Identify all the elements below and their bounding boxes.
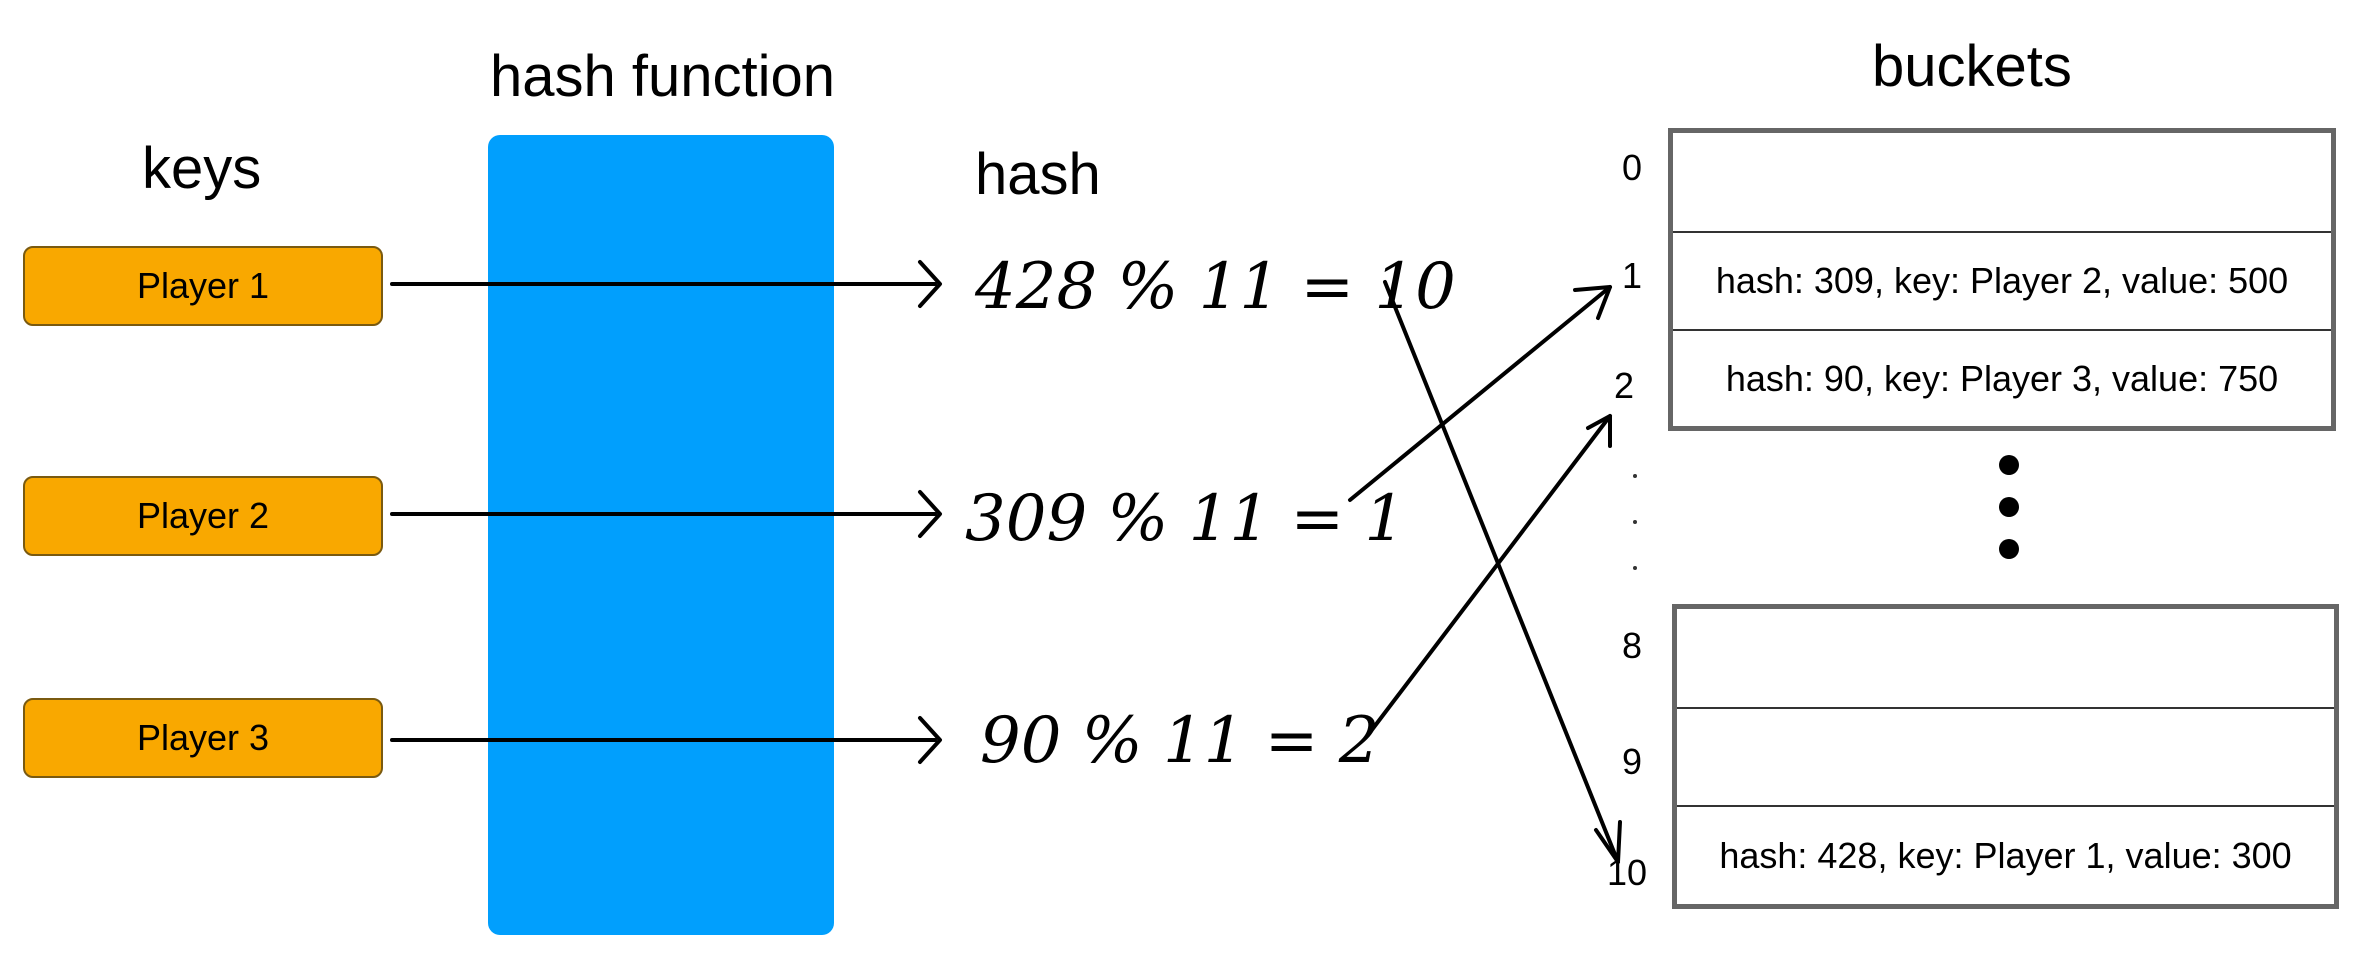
arrowhead-to-bucket-10 xyxy=(1594,820,1622,864)
key-box-player-2: Player 2 xyxy=(23,476,383,556)
key-box-player-3: Player 3 xyxy=(23,698,383,778)
arrowhead-to-bucket-2 xyxy=(1586,414,1612,448)
arrowhead-player-3 xyxy=(918,716,942,764)
bucket-index-9: 9 xyxy=(1622,741,1643,782)
key-box-player-1: Player 1 xyxy=(23,246,383,326)
ellipsis-dot xyxy=(1999,539,2019,559)
hash-function-heading: hash function xyxy=(490,44,836,109)
arrow-to-bucket-1 xyxy=(1348,285,1612,502)
bucket-group-top: hash: 309, key: Player 2, value: 500 has… xyxy=(1668,128,2336,431)
hash-expression-1: 428 % 11 = 10 xyxy=(974,250,1456,324)
index-ellipsis-dot xyxy=(1633,520,1637,524)
keys-heading: keys xyxy=(142,136,262,201)
bucket-index-10: 10 xyxy=(1607,852,1648,893)
bucket-index-8: 8 xyxy=(1622,625,1643,666)
bucket-index-1: 1 xyxy=(1622,255,1643,296)
bucket-index-0: 0 xyxy=(1622,147,1643,188)
hash-function-block xyxy=(488,135,834,935)
arrowhead-player-2 xyxy=(918,490,942,538)
arrow-to-bucket-2 xyxy=(1366,414,1612,737)
bucket-10: hash: 428, key: Player 1, value: 300 xyxy=(1677,805,2334,904)
bucket-index-2: 2 xyxy=(1614,365,1635,406)
bucket-2: hash: 90, key: Player 3, value: 750 xyxy=(1673,329,2331,426)
ellipsis-dot xyxy=(1999,455,2019,475)
bucket-group-bottom: hash: 428, key: Player 1, value: 300 xyxy=(1672,604,2339,909)
index-ellipsis-dot xyxy=(1633,474,1637,478)
buckets-heading: buckets xyxy=(1872,34,2072,99)
arrow-to-bucket-10 xyxy=(1383,280,1620,864)
hash-expression-2: 309 % 11 = 1 xyxy=(965,482,1405,556)
bucket-9 xyxy=(1677,707,2334,805)
arrowhead-player-1 xyxy=(918,260,942,308)
bucket-1: hash: 309, key: Player 2, value: 500 xyxy=(1673,231,2331,329)
hash-expression-3: 90 % 11 = 2 xyxy=(980,704,1379,778)
ellipsis-dot xyxy=(1999,497,2019,517)
arrowhead-to-bucket-1 xyxy=(1573,285,1612,320)
hash-heading: hash xyxy=(975,142,1101,207)
index-ellipsis-dot xyxy=(1633,566,1637,570)
